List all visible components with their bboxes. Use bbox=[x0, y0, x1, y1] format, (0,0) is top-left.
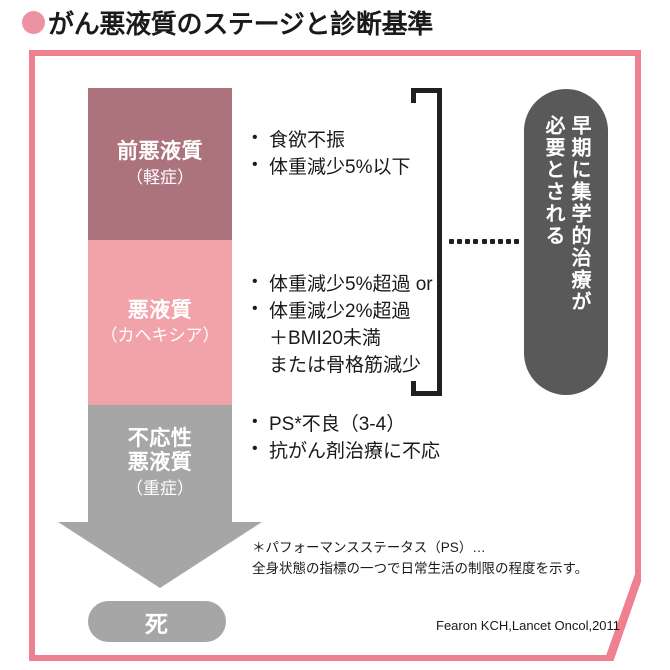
connector-dot bbox=[481, 238, 487, 244]
criteria-item-continuation: または骨格筋減少 bbox=[269, 354, 422, 376]
stage-name-cachexia: 悪液質 bbox=[127, 298, 193, 322]
outcome-death-label: 死 bbox=[145, 610, 169, 637]
connector-dot bbox=[514, 238, 519, 244]
stage-name-pre-cachexia: 前悪液質 bbox=[117, 140, 203, 164]
grouping-bracket bbox=[411, 88, 442, 396]
dotted-connector-line bbox=[449, 238, 519, 244]
bracket-arm-bottom bbox=[411, 391, 442, 396]
bracket-stem bbox=[437, 88, 442, 396]
connector-dot bbox=[505, 238, 511, 244]
stage-severity-cachexia: （カヘキシア） bbox=[100, 326, 220, 346]
criteria-item: 食欲不振 bbox=[252, 127, 410, 155]
filled-circle-icon bbox=[22, 10, 45, 34]
criteria-group-refractory: PS*不良（3-4） 抗がん剤治療に不応 bbox=[252, 411, 440, 466]
stage-block-cachexia: 悪液質 （カヘキシア） bbox=[88, 240, 232, 405]
stage-name-refractory-line2: 悪液質 bbox=[127, 451, 193, 475]
criteria-item: 体重減少2%超過 bbox=[252, 298, 433, 326]
connector-dot bbox=[489, 238, 495, 244]
criteria-item: PS*不良（3-4） bbox=[252, 411, 440, 439]
stage-column: 前悪液質 （軽症） 悪液質 （カヘキシア） 不応性 悪液質 （重症） bbox=[88, 88, 232, 522]
treatment-callout-badge: 早期に集学的治療が 必要とされる bbox=[524, 89, 608, 395]
criteria-item: 体重減少5%超過 or bbox=[252, 271, 433, 299]
connector-dot bbox=[473, 238, 479, 244]
criteria-item: 抗がん剤治療に不応 bbox=[252, 438, 440, 466]
footnote-line2: 全身状態の指標の一つで日常生活の制限の程度を示す。 bbox=[252, 560, 589, 576]
bracket-arm-top bbox=[411, 88, 442, 93]
stage-block-refractory-cachexia: 不応性 悪液質 （重症） bbox=[88, 405, 232, 522]
stage-name-refractory-line1: 不応性 bbox=[127, 426, 193, 450]
stage-block-pre-cachexia: 前悪液質 （軽症） bbox=[88, 88, 232, 240]
page-title-text: がん悪液質のステージと診断基準 bbox=[48, 8, 433, 39]
footnote-line1: ＊パフォーマンスステータス（PS）… bbox=[252, 540, 486, 555]
page-title: がん悪液質のステージと診断基準 bbox=[22, 2, 433, 42]
footnote: ＊パフォーマンスステータス（PS）… 全身状態の指標の一つで日常生活の制限の程度… bbox=[252, 538, 588, 580]
outcome-death-badge: 死 bbox=[88, 601, 226, 642]
criteria-group-cachexia: 体重減少5%超過 or 体重減少2%超過 ＋BMI20未満 または骨格筋減少 bbox=[252, 271, 433, 380]
stage-severity-pre-cachexia: （軽症） bbox=[126, 167, 194, 187]
source-citation: Fearon KCH,Lancet Oncol,2011 bbox=[436, 618, 621, 633]
criteria-group-pre-cachexia: 食欲不振 体重減少5%以下 bbox=[252, 127, 410, 182]
connector-dot bbox=[497, 238, 503, 244]
connector-dot bbox=[449, 238, 454, 244]
callout-text-line1: 早期に集学的治療が bbox=[568, 115, 590, 313]
criteria-item-continuation: ＋BMI20未満 bbox=[269, 327, 381, 349]
stage-severity-refractory: （重症） bbox=[126, 479, 194, 499]
connector-dot bbox=[457, 238, 463, 244]
callout-text-line2: 必要とされる bbox=[542, 115, 564, 247]
bracket-tip-top bbox=[411, 88, 416, 103]
connector-dot bbox=[465, 238, 471, 244]
criteria-item: 体重減少5%以下 bbox=[252, 154, 410, 182]
bracket-tip-bottom bbox=[411, 381, 416, 396]
